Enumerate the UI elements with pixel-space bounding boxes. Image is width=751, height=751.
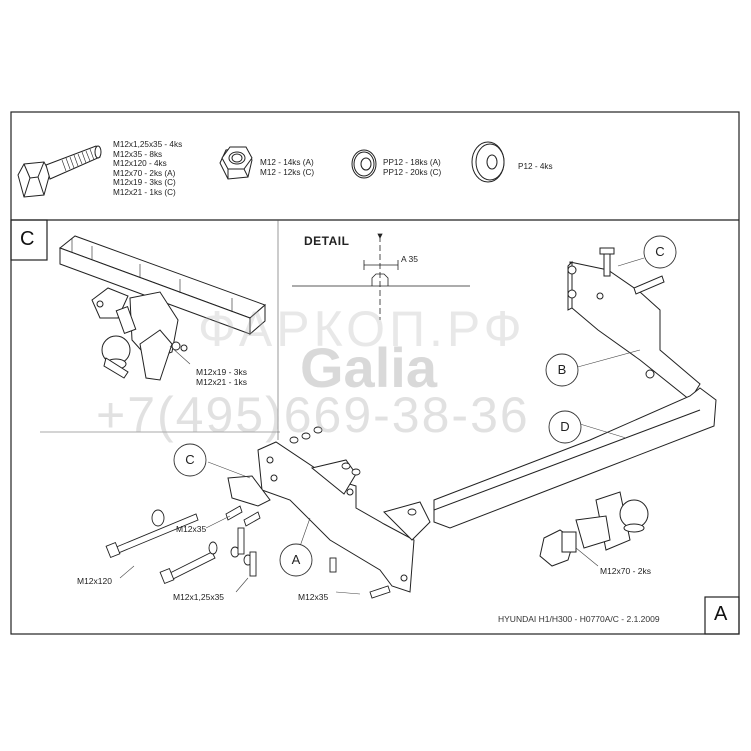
callout-d: D — [560, 419, 570, 434]
callout-c-left: C — [185, 452, 195, 467]
bolt-list-item: M12x19 - 3ks (C) — [113, 178, 176, 188]
washer-list: PP12 - 18ks (A) PP12 - 20ks (C) — [383, 158, 441, 177]
fastener-sketches — [105, 426, 417, 599]
bolt-list-item: M12x35 - 8ks — [113, 149, 163, 159]
bolt-list-item: M12x21 - 1ks (C) — [113, 187, 176, 197]
nut-list-item: M12 - 14ks (A) — [260, 158, 314, 167]
washer-list-item: PP12 - 18ks (A) — [383, 158, 441, 167]
label-m12x120: M12x120 — [77, 576, 112, 586]
washer-icon — [351, 149, 377, 179]
drawing-frame — [10, 111, 740, 635]
label-m12x125x35: M12x1,25x35 — [173, 592, 225, 602]
section-c-box — [10, 219, 48, 261]
plate-washer-icon — [471, 141, 505, 183]
callout-c-top-circle — [643, 235, 677, 269]
callout-c-top: C — [655, 244, 665, 259]
callout-b: B — [557, 362, 567, 377]
nut-icon — [219, 146, 253, 180]
bolt-list: M12x1,25x35 - 4ks M12x35 - 8ks M12x120 -… — [113, 140, 182, 198]
bolt-icon — [17, 145, 102, 198]
section-a-label: A — [714, 603, 728, 625]
callout-b-circle — [545, 353, 579, 387]
tow-bar-drawing — [227, 247, 717, 593]
label-m12x70: M12x70 - 2ks — [600, 566, 652, 576]
drawing-footer: HYUNDAI H1/H300 - H0770A/C - 2.1.2009 — [498, 614, 660, 624]
label-m12x35-lower: M12x35 — [298, 592, 329, 602]
nut-list-item: M12 - 12ks (C) — [260, 167, 315, 177]
callout-a-circle — [279, 543, 313, 577]
callout-a: A — [291, 552, 301, 567]
section-a-box — [704, 596, 740, 635]
bolt-list-item: M12x120 - 4ks — [113, 159, 167, 169]
detail-title: DETAIL — [304, 234, 350, 248]
receiver-sleeve-drawing — [58, 235, 266, 381]
washer-list-item: PP12 - 20ks (C) — [383, 167, 442, 177]
label-c-bolts-1: M12x19 - 3ks — [196, 367, 248, 377]
nut-list: M12 - 14ks (A) M12 - 12ks (C) — [260, 158, 314, 177]
bolt-list-item: M12x1,25x35 - 4ks — [113, 140, 183, 149]
detail-drawing — [292, 233, 470, 320]
label-c-bolts-2: M12x21 - 1ks — [196, 377, 248, 387]
callout-d-circle — [548, 410, 582, 444]
section-c-label: C — [20, 228, 35, 250]
plate-washer-label: P12 - 4ks — [518, 162, 553, 171]
label-m12x35-upper: M12x35 — [176, 524, 207, 534]
callout-c-left-circle — [173, 443, 207, 477]
detail-dimension: A 35 — [401, 254, 419, 264]
bolt-list-item: M12x70 - 2ks (A) — [113, 168, 176, 178]
